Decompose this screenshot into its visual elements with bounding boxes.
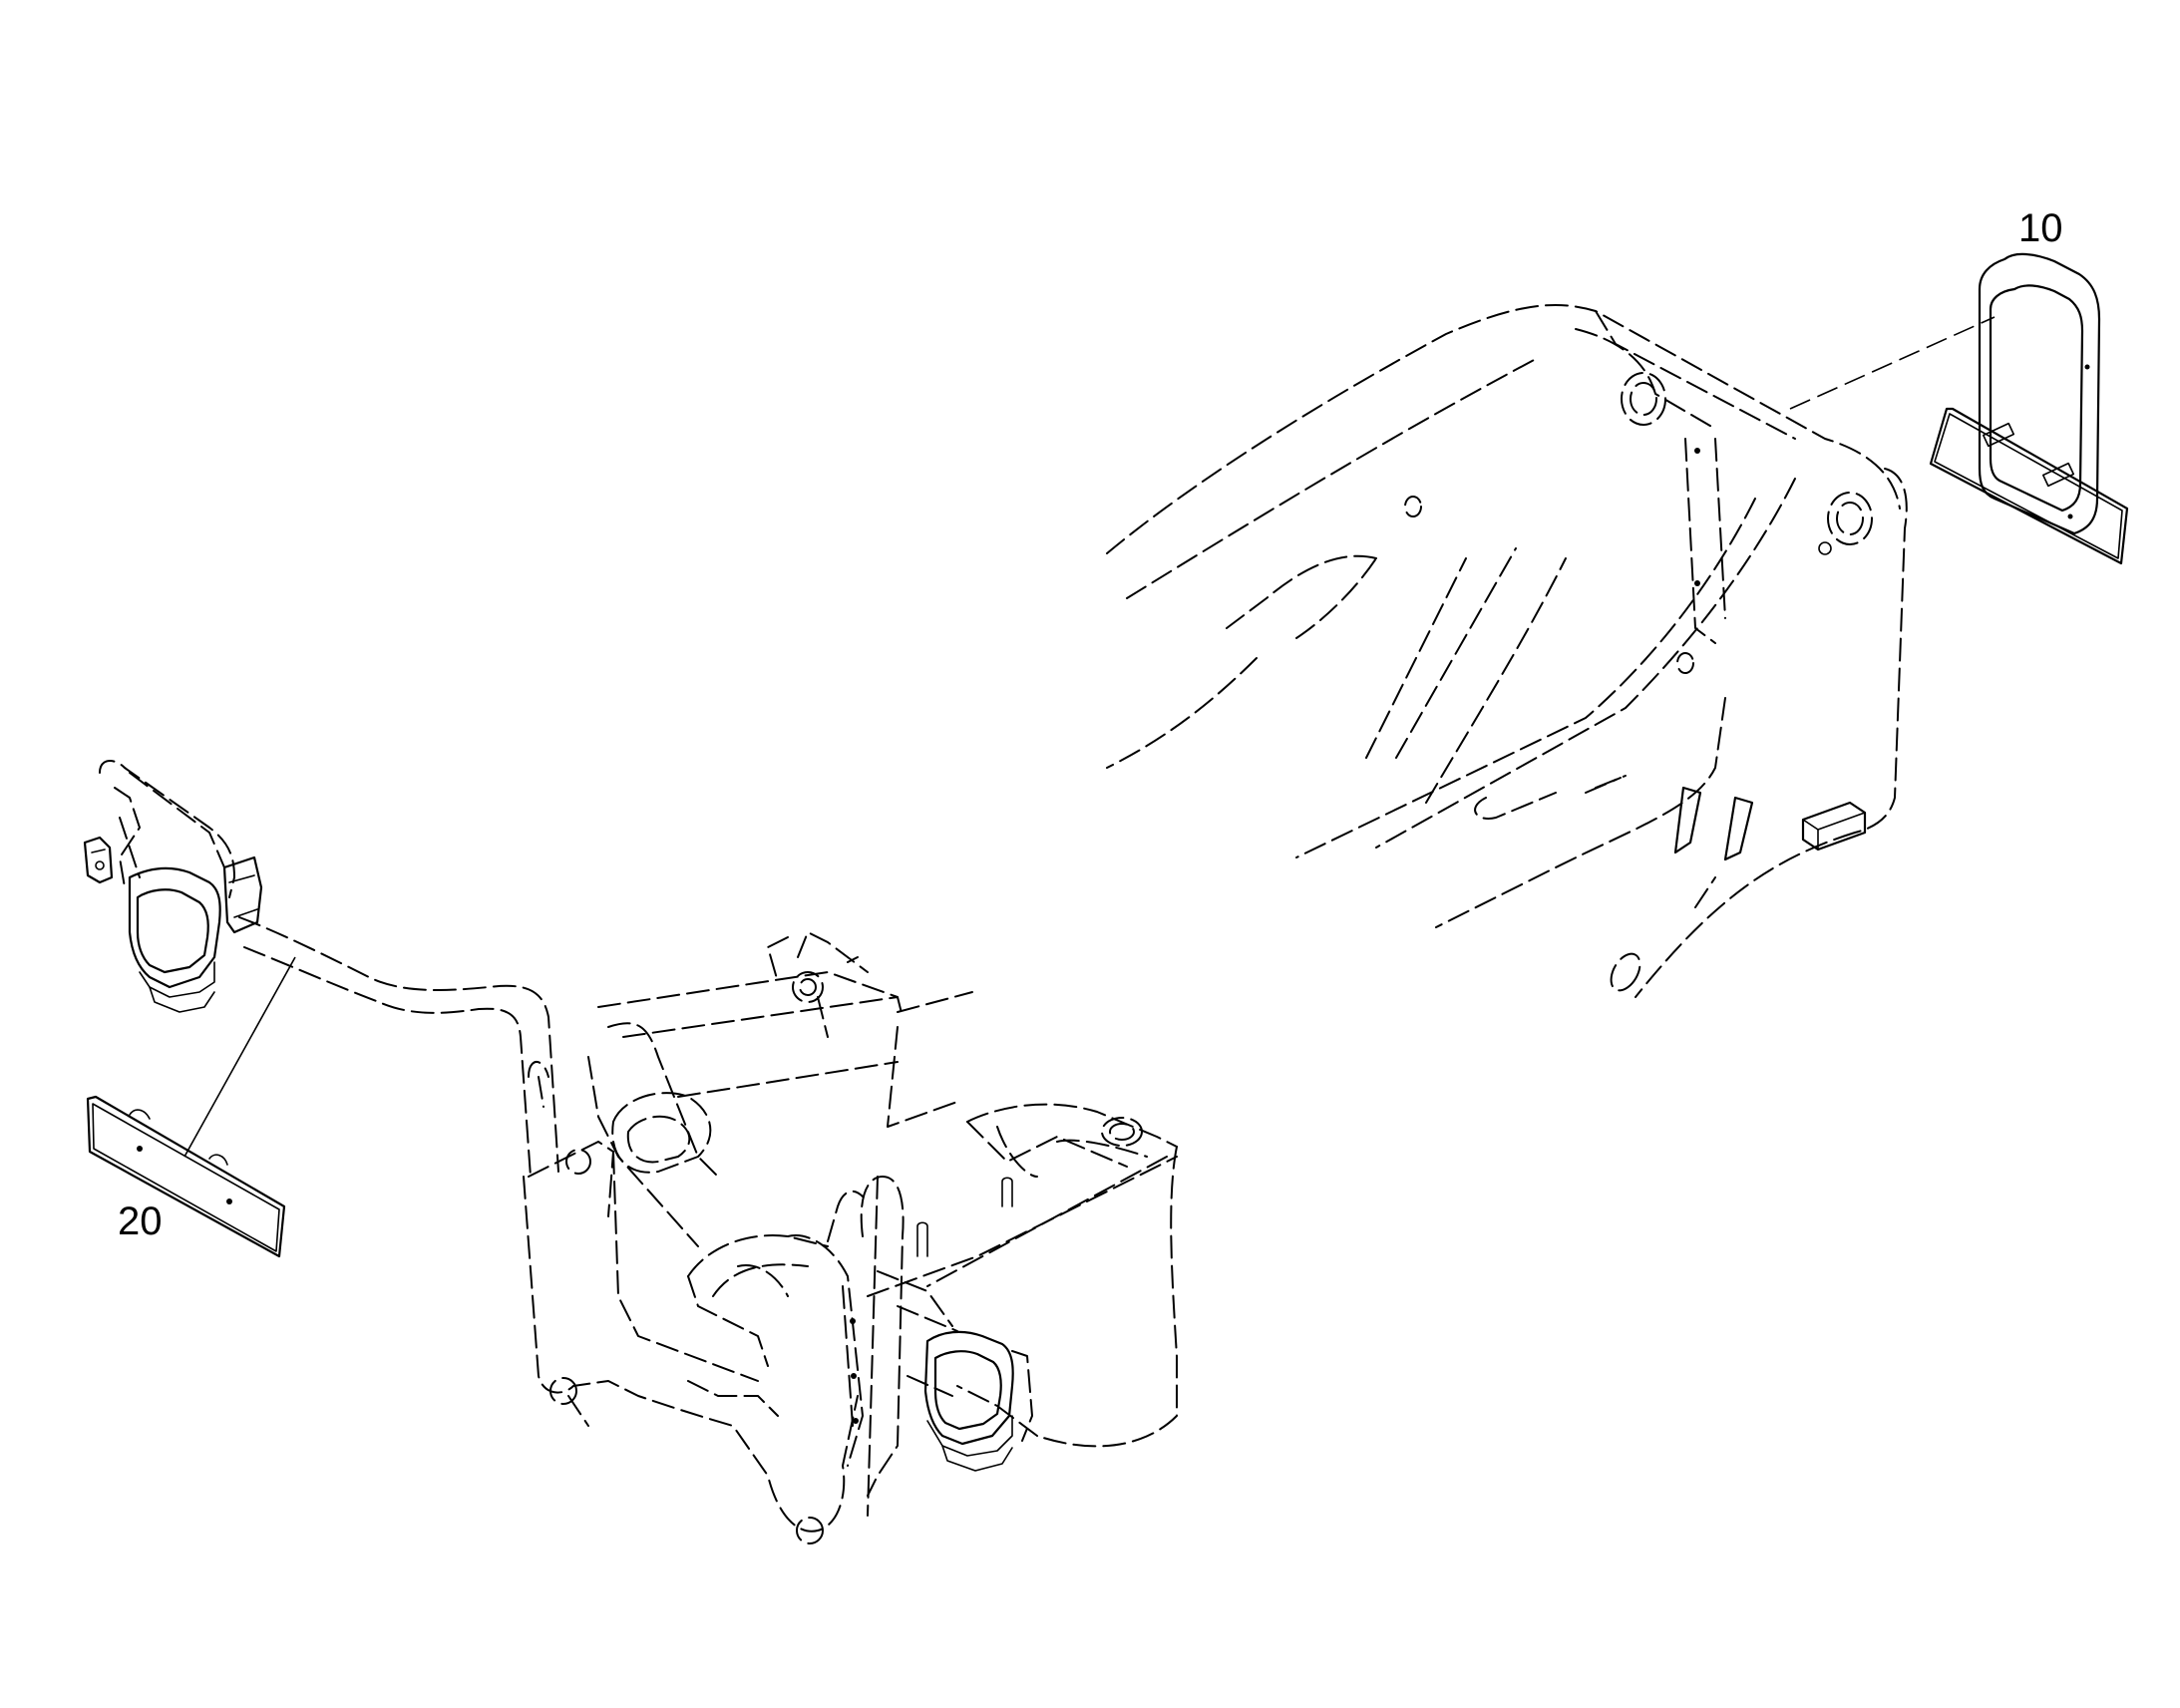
leader-line-20 <box>183 956 296 1158</box>
leader-line-10 <box>1789 316 1996 410</box>
left-work-lamp <box>83 760 263 1013</box>
part-20-gasket-strip <box>86 1095 286 1258</box>
right-work-lamp <box>923 1330 1033 1472</box>
part-10-frame-gasket <box>1929 252 2129 565</box>
callout-label-20: 20 <box>118 1199 163 1243</box>
cab-frame <box>238 916 1178 1544</box>
loader-boom-arm <box>1106 303 1908 998</box>
callout-label-10: 10 <box>2018 206 2063 250</box>
